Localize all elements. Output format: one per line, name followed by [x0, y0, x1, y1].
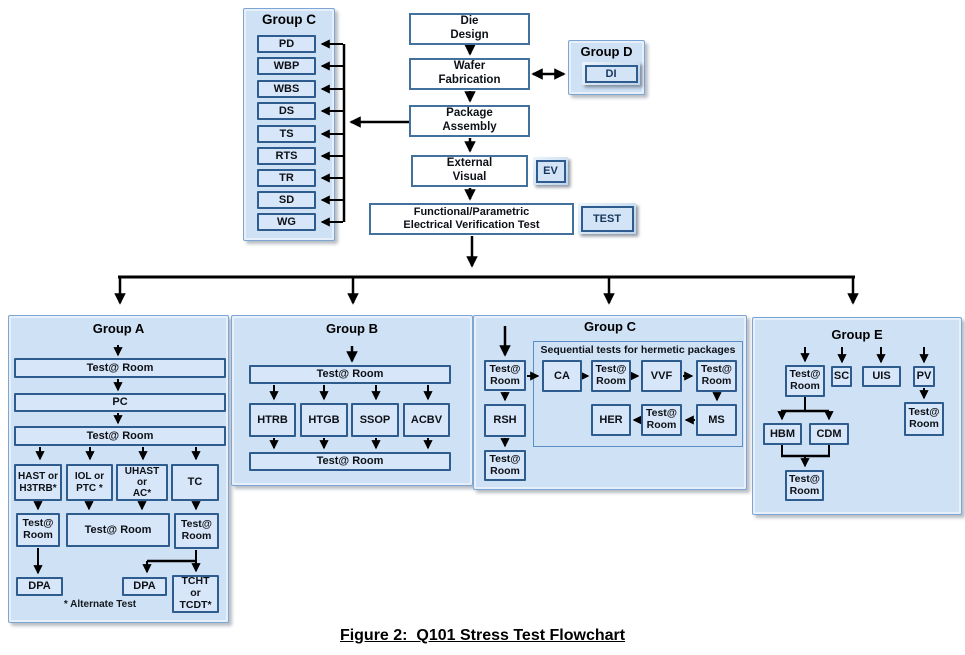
node-c-test-room-1: Test@ Room	[484, 360, 526, 391]
node-sd: SD	[257, 191, 316, 209]
sequential-tests-label: Sequential tests for hermetic packages	[540, 344, 736, 356]
group-c-bottom-title: Group C	[584, 319, 636, 334]
node-rts: RTS	[257, 147, 316, 165]
node-ds: DS	[257, 102, 316, 120]
node-c-test-room-5: Test@ Room	[641, 404, 682, 436]
group-a-title: Group A	[92, 321, 145, 336]
node-e-uis: UIS	[862, 366, 901, 387]
node-c-ms: MS	[696, 404, 737, 436]
node-e-cdm: CDM	[809, 423, 849, 445]
node-b-ssop: SSOP	[351, 403, 399, 437]
node-pd: PD	[257, 35, 316, 53]
node-c-rsh: RSH	[484, 404, 526, 437]
node-a-test-room-1: Test@ Room	[14, 358, 226, 378]
badge-di-label: DI	[584, 64, 638, 83]
node-a-dpa-left: DPA	[16, 577, 63, 596]
group-d-title: Group D	[580, 44, 633, 59]
figure-caption: Figure 2: Q101 Stress Test Flowchart	[339, 627, 626, 644]
sequential-tests-container	[533, 341, 743, 447]
node-e-test-room-bottom: Test@ Room	[785, 470, 824, 501]
group-e-title: Group E	[831, 327, 883, 342]
node-e-sc: SC	[831, 366, 852, 387]
node-a-pc: PC	[14, 393, 226, 412]
node-ts: TS	[257, 125, 316, 143]
alternate-test-note: * Alternate Test	[63, 599, 137, 610]
badge-test: TEST	[578, 203, 636, 234]
badge-di: DI	[582, 62, 640, 85]
node-e-test-room-pv: Test@ Room	[904, 402, 944, 436]
node-c-test-room-3: Test@ Room	[591, 360, 631, 392]
node-b-htgb: HTGB	[300, 403, 348, 437]
node-b-test-room-top: Test@ Room	[249, 365, 451, 384]
group-c-top-title: Group C	[262, 12, 316, 27]
node-b-htrb: HTRB	[249, 403, 296, 437]
node-a-iol: IOL or PTC *	[66, 464, 113, 501]
node-wbs: WBS	[257, 80, 316, 98]
node-external-visual: External Visual	[411, 155, 528, 187]
node-functional-test: Functional/Parametric Electrical Verific…	[369, 203, 574, 235]
node-c-ca: CA	[542, 360, 582, 392]
node-c-test-room-2: Test@ Room	[484, 450, 526, 481]
node-c-vvf: VVF	[641, 360, 682, 392]
node-a-tc: TC	[171, 464, 219, 501]
badge-ev-label: EV	[535, 159, 566, 183]
node-c-test-room-4: Test@ Room	[696, 360, 737, 392]
node-a-dpa-right: DPA	[122, 577, 167, 596]
node-wg: WG	[257, 213, 316, 231]
node-a-test-room-2: Test@ Room	[14, 426, 226, 446]
node-package-assembly: Package Assembly	[409, 105, 530, 137]
node-b-acbv: ACBV	[403, 403, 450, 437]
node-a-tcht: TCHT or TCDT*	[172, 575, 219, 613]
node-tr: TR	[257, 169, 316, 187]
node-e-pv: PV	[913, 366, 935, 387]
badge-ev: EV	[533, 157, 568, 185]
node-e-hbm: HBM	[763, 423, 802, 445]
node-a-test-room-right: Test@ Room	[174, 513, 219, 549]
node-c-her: HER	[591, 404, 631, 436]
node-a-test-room-left: Test@ Room	[16, 513, 60, 547]
node-a-test-room-wide: Test@ Room	[66, 513, 170, 547]
group-b-title: Group B	[326, 321, 378, 336]
node-die-design: Die Design	[409, 13, 530, 45]
node-wafer-fabrication: Wafer Fabrication	[409, 58, 530, 90]
node-a-hast: HAST or H3TRB*	[14, 464, 62, 501]
badge-test-label: TEST	[580, 205, 634, 232]
node-e-test-room-top: Test@ Room	[785, 365, 825, 397]
node-a-uhast: UHAST or AC*	[116, 464, 168, 501]
node-b-test-room-bottom: Test@ Room	[249, 452, 451, 471]
node-wbp: WBP	[257, 57, 316, 75]
